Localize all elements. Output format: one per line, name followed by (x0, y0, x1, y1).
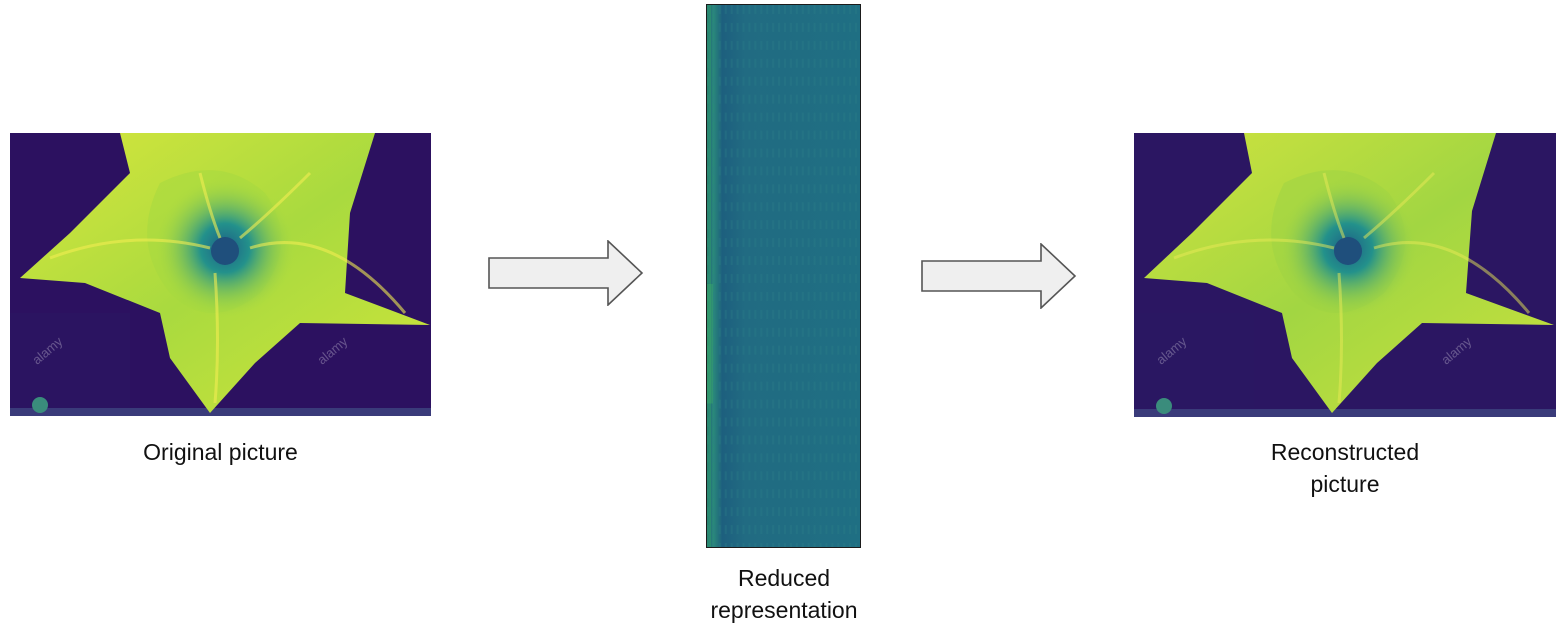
original-picture-caption: Original picture (143, 439, 298, 465)
right-arrow-icon (488, 240, 644, 306)
right-arrow-icon (921, 243, 1077, 309)
reconstructed-picture: alamy alamy (1134, 133, 1556, 417)
reduced-representation (706, 4, 861, 548)
original-picture: alamy alamy (10, 133, 431, 416)
reconstructed-picture-caption: Reconstructed picture (1270, 439, 1420, 497)
reduced-representation-caption: Reduced representation (710, 565, 858, 623)
